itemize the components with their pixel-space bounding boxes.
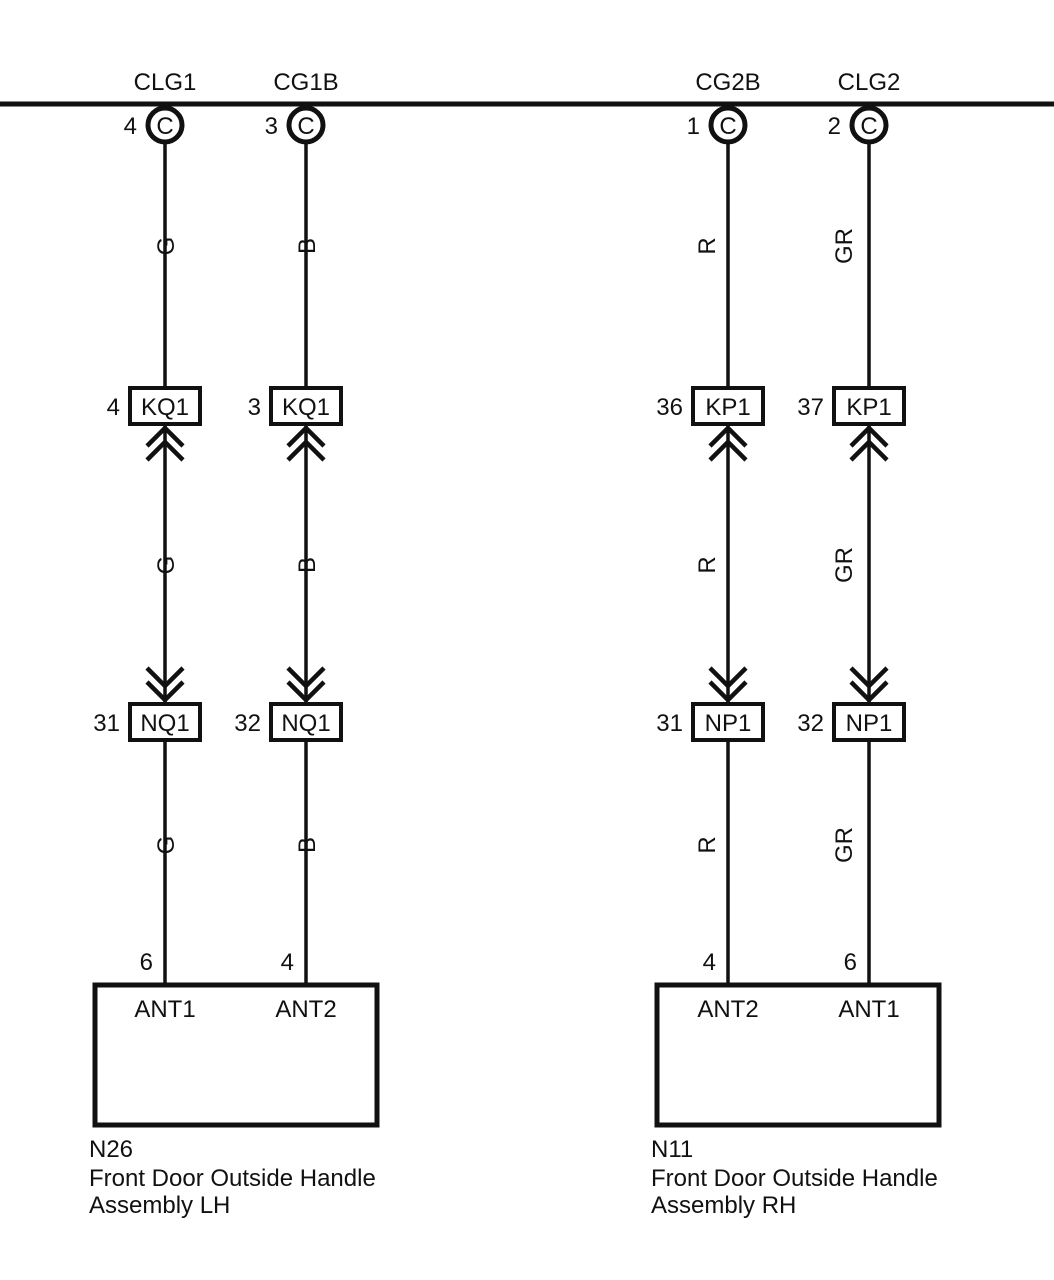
connector-box-nq1	[128, 702, 202, 742]
component-pin-number: 4	[281, 949, 294, 976]
component-name-line2: Assembly LH	[89, 1192, 230, 1219]
connector-pin-number: 31	[93, 710, 120, 737]
splice-connector-label: C	[297, 113, 314, 140]
connector-box-kp1	[832, 386, 906, 426]
component-pin-number: 4	[703, 949, 716, 976]
connector-pin-number: 31	[656, 710, 683, 737]
connector-pin-number: 36	[656, 394, 683, 421]
connector-pin-number: 32	[234, 710, 261, 737]
circuit-column: C 3 B KQ1 3 B NQ1 32 B 4 ANT2	[234, 105, 343, 1023]
connector-chevron-down-icon	[145, 666, 185, 704]
component-box-n11	[654, 982, 942, 1128]
splice-connector-circle	[849, 105, 889, 145]
wire-color-label: G	[153, 237, 180, 256]
connector-label: NP1	[705, 710, 752, 737]
connector-label: KQ1	[282, 394, 330, 421]
component-terminal-label: ANT2	[697, 996, 758, 1023]
bus-label-clg2: CLG2	[838, 69, 901, 96]
wire-color-label: GR	[831, 827, 858, 863]
splice-connector-circle	[708, 105, 748, 145]
connector-label: NQ1	[140, 710, 189, 737]
component-terminal-label: ANT1	[134, 996, 195, 1023]
bus-label-cg2b: CG2B	[695, 69, 760, 96]
component-pin-number: 6	[140, 949, 153, 976]
splice-connector-label: C	[719, 113, 736, 140]
connector-label: KQ1	[141, 394, 189, 421]
connector-chevron-up-icon	[145, 424, 185, 462]
connector-box-np1	[691, 702, 765, 742]
component-code: N11	[651, 1136, 693, 1163]
component-box-n26	[92, 982, 380, 1128]
connector-pin-number: 4	[107, 394, 120, 421]
splice-connector-label: C	[860, 113, 877, 140]
bus-label-cg1b: CG1B	[273, 69, 338, 96]
connector-pin-number: 3	[248, 394, 261, 421]
component-terminal-label: ANT2	[275, 996, 336, 1023]
connector-box-kq1	[128, 386, 202, 426]
wire-color-label: GR	[831, 228, 858, 264]
connector-chevron-up-icon	[286, 424, 326, 462]
connector-pin-number: 32	[797, 710, 824, 737]
circuit-column: C 2 GR KP1 37 GR NP1 32 GR 6 ANT1	[797, 105, 906, 1023]
splice-pin-number: 4	[124, 113, 137, 140]
connector-label: KP1	[846, 394, 891, 421]
component-pin-number: 6	[844, 949, 857, 976]
circuit-column: C 1 R KP1 36 R NP1 31 R 4 ANT2	[656, 105, 765, 1023]
splice-connector-circle	[145, 105, 185, 145]
connector-chevron-down-icon	[708, 666, 748, 704]
wire-color-label: GR	[831, 547, 858, 583]
component-name-line2: Assembly RH	[651, 1192, 796, 1219]
component-code: N26	[89, 1136, 133, 1163]
splice-connector-circle	[286, 105, 326, 145]
wire-color-label: G	[153, 836, 180, 855]
component-name-line1: Front Door Outside Handle	[651, 1165, 938, 1192]
connector-label: KP1	[705, 394, 750, 421]
connector-box-np1	[832, 702, 906, 742]
splice-pin-number: 2	[828, 113, 841, 140]
wire-color-label: R	[694, 237, 721, 254]
component-terminal-label: ANT1	[838, 996, 899, 1023]
connector-pin-number: 37	[797, 394, 824, 421]
bus-label-clg1: CLG1	[134, 69, 197, 96]
connector-label: NQ1	[281, 710, 330, 737]
component-name-line1: Front Door Outside Handle	[89, 1165, 376, 1192]
splice-pin-number: 1	[687, 113, 700, 140]
connector-box-kq1	[269, 386, 343, 426]
connector-box-kp1	[691, 386, 765, 426]
wire-color-label: R	[694, 836, 721, 853]
connector-box-nq1	[269, 702, 343, 742]
splice-pin-number: 3	[265, 113, 278, 140]
splice-connector-label: C	[156, 113, 173, 140]
connector-chevron-down-icon	[286, 666, 326, 704]
wire-color-label: G	[153, 556, 180, 575]
circuit-column: C 4 G KQ1 4 G NQ1 31 G 6 ANT1	[93, 105, 202, 1023]
wire-color-label: B	[294, 238, 321, 254]
connector-chevron-up-icon	[708, 424, 748, 462]
wire-color-label: B	[294, 837, 321, 853]
connector-label: NP1	[846, 710, 893, 737]
wire-color-label: B	[294, 557, 321, 573]
wire-color-label: R	[694, 556, 721, 573]
connector-chevron-up-icon	[849, 424, 889, 462]
connector-chevron-down-icon	[849, 666, 889, 704]
